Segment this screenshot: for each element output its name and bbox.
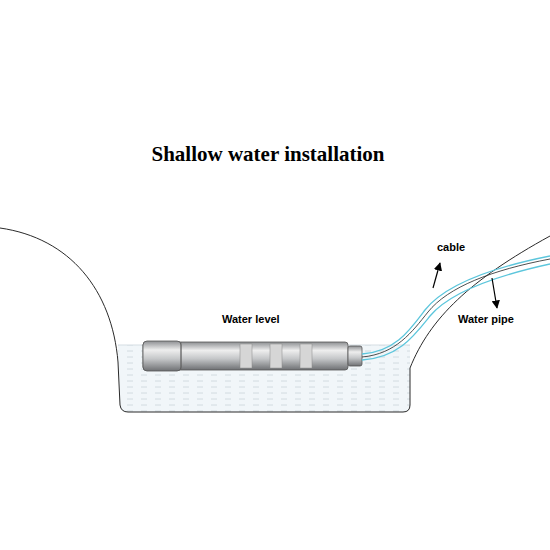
water-pipe-label: Water pipe	[458, 313, 514, 325]
submersible-pump	[143, 341, 362, 371]
cable	[362, 259, 550, 357]
water-pipe	[362, 264, 550, 360]
leader-arrow	[492, 278, 497, 308]
diagram-title: Shallow water installation	[152, 142, 385, 167]
leader-arrow	[433, 263, 440, 288]
cable-label: cable	[437, 241, 465, 253]
water-level-label: Water level	[222, 313, 280, 325]
ground-outline	[0, 228, 550, 412]
